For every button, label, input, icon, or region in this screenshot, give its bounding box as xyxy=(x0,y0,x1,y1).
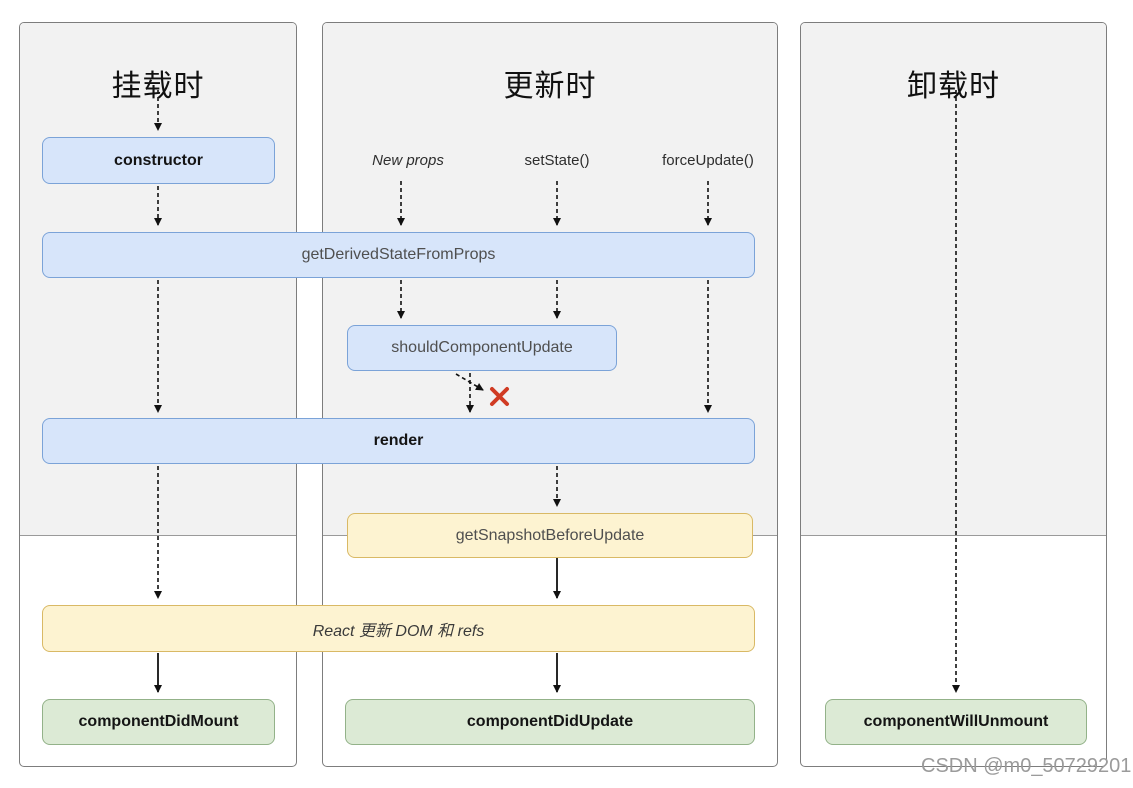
node-constructor: constructor xyxy=(42,137,275,184)
column-title-updating: 更新时 xyxy=(503,70,597,103)
node-constructor-label: constructor xyxy=(114,151,203,169)
node-component-did-mount: componentDidMount xyxy=(42,699,275,745)
node-get-snapshot-before-update: getSnapshotBeforeUpdate xyxy=(347,513,753,558)
trigger-new-props: New props xyxy=(372,152,444,169)
node-component-did-mount-label: componentDidMount xyxy=(78,713,239,730)
node-component-did-update: componentDidUpdate xyxy=(345,699,755,745)
node-component-will-unmount: componentWillUnmount xyxy=(825,699,1087,745)
cancel-x-icon xyxy=(490,387,509,406)
csdn-watermark: CSDN @m0_50729201 xyxy=(921,755,1132,777)
trigger-force-update: forceUpdate() xyxy=(662,152,754,169)
node-get-derived-state-from-props-label: getDerivedStateFromProps xyxy=(301,246,496,263)
node-should-component-update: shouldComponentUpdate xyxy=(347,325,617,371)
node-get-snapshot-before-update-label: getSnapshotBeforeUpdate xyxy=(455,526,645,544)
trigger-set-state: setState() xyxy=(524,152,590,169)
node-render: render xyxy=(42,418,755,464)
node-react-updates-dom: React 更新 DOM 和 refs xyxy=(42,605,755,652)
panel-unmounting: 卸载时 xyxy=(800,22,1107,767)
node-component-did-update-label: componentDidUpdate xyxy=(466,713,634,730)
node-render-label: render xyxy=(373,432,424,449)
node-get-derived-state-from-props: getDerivedStateFromProps xyxy=(42,232,755,278)
render-phase-region xyxy=(801,23,1106,536)
column-title-unmounting: 卸载时 xyxy=(907,70,1000,103)
node-should-component-update-label: shouldComponentUpdate xyxy=(391,339,573,356)
node-component-will-unmount-label: componentWillUnmount xyxy=(863,713,1049,730)
node-react-updates-dom-label: React 更新 DOM 和 refs xyxy=(312,622,485,640)
arrow-scu-to-cancel xyxy=(455,373,484,391)
